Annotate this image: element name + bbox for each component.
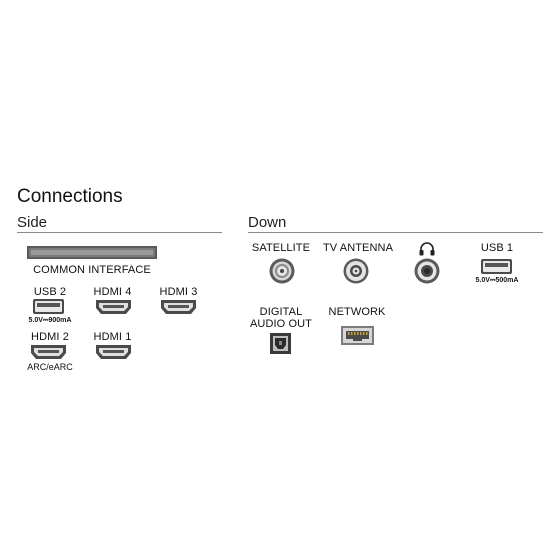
optical-audio-port-icon [270, 333, 291, 354]
hdmi-port-icon [161, 300, 196, 314]
down-section-label: Down [248, 214, 287, 231]
satellite-label: SATELLITE [251, 242, 311, 254]
down-divider [248, 232, 543, 233]
satellite-connector-icon [269, 258, 295, 284]
digital-audio-out-label-line1: DIGITAL [259, 306, 303, 318]
common-interface-label: COMMON INTERFACE [33, 264, 151, 276]
hdmi-port-icon [96, 345, 131, 359]
usb-port-icon [481, 259, 512, 274]
usb2-spec: 5.0V⎓900mA [28, 317, 72, 324]
headphone-jack-icon [414, 258, 440, 284]
digital-audio-out-label-line2: AUDIO OUT [249, 318, 312, 330]
usb1-spec: 5.0V⎓500mA [475, 277, 519, 284]
tv-antenna-label: TV ANTENNA [322, 242, 394, 254]
side-section-label: Side [17, 214, 48, 231]
ethernet-port-icon [341, 326, 374, 345]
hdmi4-label: HDMI 4 [93, 286, 132, 298]
hdmi-port-icon [96, 300, 131, 314]
common-interface-slot-icon [27, 246, 157, 259]
hdmi3-label: HDMI 3 [159, 286, 198, 298]
tv-antenna-connector-icon [343, 258, 369, 284]
side-divider [17, 232, 222, 233]
hdmi1-label: HDMI 1 [93, 331, 132, 343]
usb-port-icon [33, 299, 64, 314]
usb1-label: USB 1 [480, 242, 514, 254]
page-title: Connections [17, 186, 123, 207]
headphone-icon [419, 242, 435, 256]
usb2-label: USB 2 [33, 286, 67, 298]
hdmi-port-icon [31, 345, 66, 359]
hdmi2-label: HDMI 2 [31, 331, 69, 343]
network-label: NETWORK [328, 306, 386, 318]
hdmi2-sub-label: ARC/eARC [27, 362, 73, 372]
